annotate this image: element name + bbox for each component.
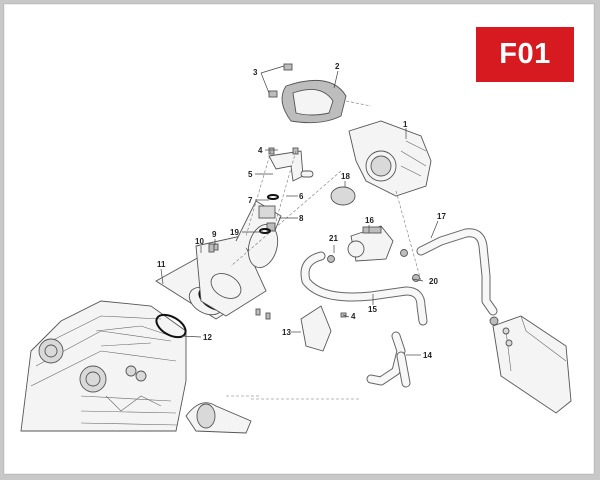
throttle-body-cover [268,63,372,124]
svg-text:16: 16 [365,216,374,225]
callout-numbers: 1 2 3 4 5 6 7 8 9 10 11 12 13 14 15 16 1… [157,62,446,360]
svg-text:7: 7 [248,196,253,205]
svg-text:18: 18 [341,172,350,181]
svg-text:8: 8 [299,214,304,223]
svg-text:9: 9 [212,230,217,239]
throttle-body [230,120,432,282]
svg-text:4: 4 [258,146,263,155]
svg-text:2: 2 [335,62,340,71]
svg-text:3: 3 [253,68,258,77]
purge-valve [327,225,408,263]
svg-text:20: 20 [429,277,438,286]
hose-clamp [330,186,356,206]
diagram-code-badge: F01 [476,27,574,82]
svg-text:5: 5 [248,170,253,179]
screw-9 [213,243,219,251]
svg-text:1: 1 [403,120,408,129]
svg-text:6: 6 [299,192,304,201]
charcoal-canister [492,315,572,414]
svg-text:15: 15 [368,305,377,314]
leader-lines [160,65,439,356]
svg-text:14: 14 [423,351,432,360]
svg-text:17: 17 [437,212,446,221]
hoses [251,228,499,400]
svg-text:11: 11 [157,260,166,269]
diagram-frame: 1 2 3 4 5 6 7 8 9 10 11 12 13 14 15 16 1… [3,3,595,475]
bracket-cover [300,305,332,352]
exploded-parts-diagram: 1 2 3 4 5 6 7 8 9 10 11 12 13 14 15 16 1… [20,62,572,434]
engine-cylinder-head [20,300,261,434]
svg-text:19: 19 [230,228,239,237]
fuel-rail-injector [245,147,314,237]
svg-text:12: 12 [203,333,212,342]
svg-text:13: 13 [282,328,291,337]
svg-text:4: 4 [351,312,356,321]
svg-text:21: 21 [329,234,338,243]
svg-text:10: 10 [195,237,204,246]
